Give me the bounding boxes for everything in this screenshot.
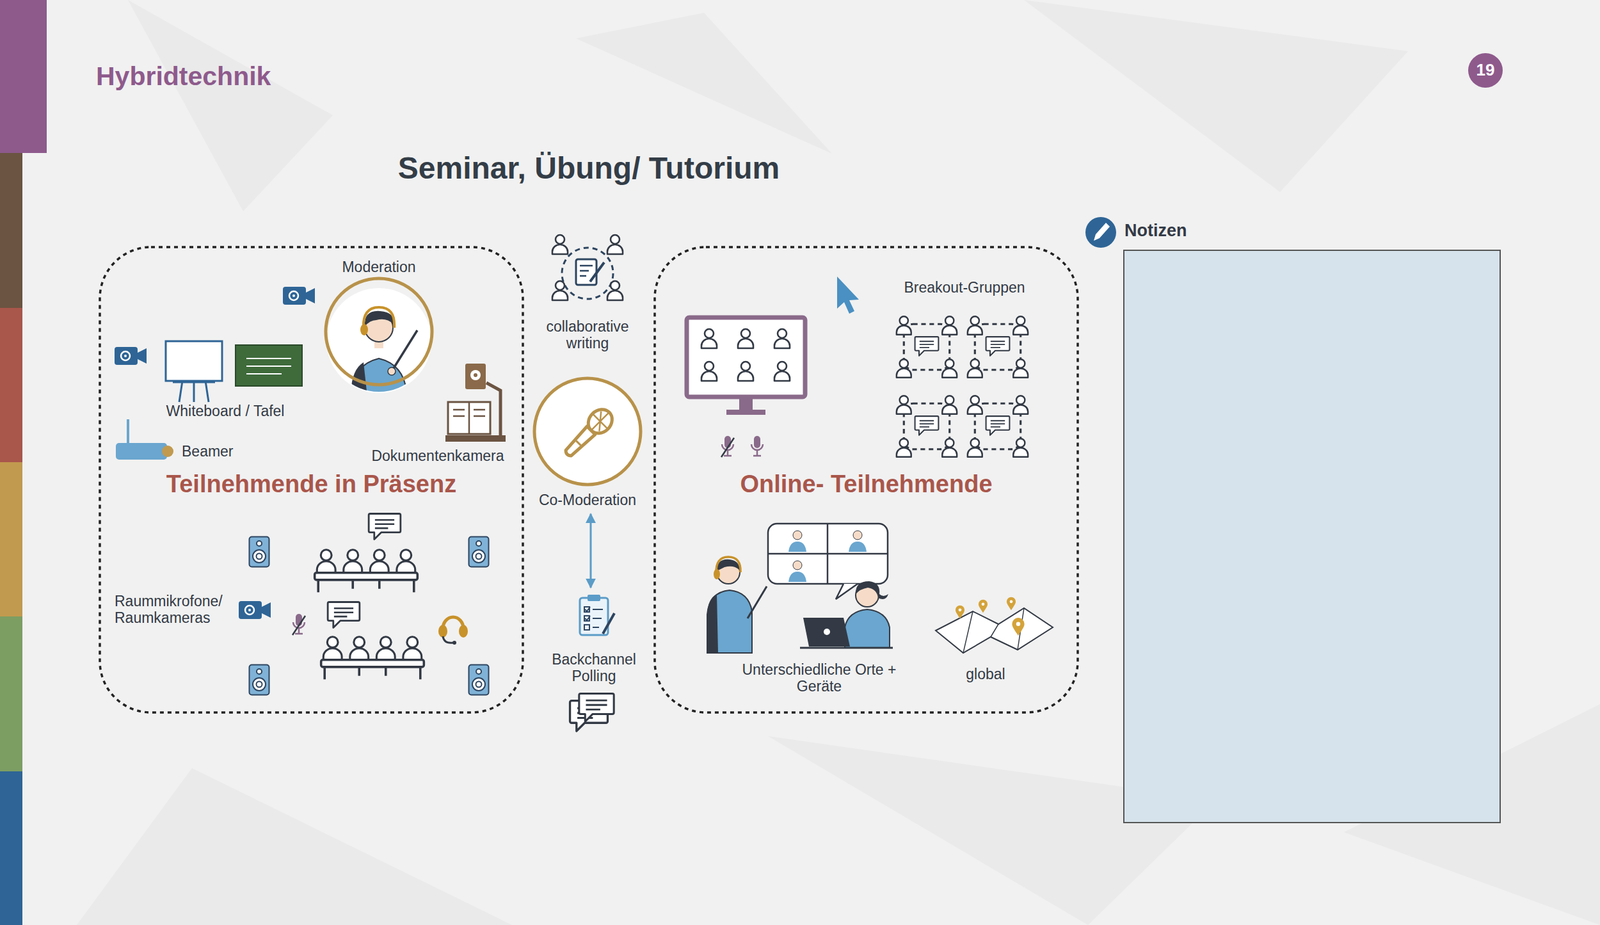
whiteboard-icon: [165, 341, 223, 402]
color-bar: [0, 0, 47, 925]
label-wrap: Breakout-Gruppen: [903, 279, 1025, 297]
circle-border: [534, 378, 641, 485]
label-wrap: Dokumentenkamera: [371, 448, 504, 465]
online-region: Online- Teilnehmende: [652, 245, 1080, 715]
icon-caption: Dokumentenkamera: [371, 448, 504, 465]
participant-figure: [800, 581, 893, 648]
cursor-icon: [837, 276, 859, 314]
document-camera-icon: [445, 363, 506, 442]
node-text: Teilnehmende in Präsenz: [97, 470, 525, 498]
moderator-figure: [326, 288, 432, 397]
headset-icon: [438, 616, 468, 645]
notes-panel: Notizen: [1088, 220, 1511, 824]
co-moderation-circle: Co-Moderation: [517, 375, 658, 509]
page-number: 19: [1476, 60, 1496, 80]
label-wrap: Unterschiedliche Orte + Geräte: [739, 661, 900, 696]
node-text: Moderation: [314, 259, 443, 276]
icon-caption: Whiteboard / Tafel: [166, 403, 285, 420]
breakout-groups: [896, 316, 1028, 457]
double-arrow: [590, 513, 592, 588]
muted-mic: [292, 613, 306, 635]
muted-mic: [721, 435, 735, 457]
backchannel-polling: Backchannel Polling: [542, 592, 646, 685]
label-wrap: Hybridtechnik: [96, 62, 271, 92]
icon-caption: Raummikrofone/ Raumkameras: [114, 593, 235, 627]
notes-box: [1123, 249, 1501, 824]
beamer-icon: [115, 419, 174, 460]
monitor-icon: [686, 317, 806, 415]
node-text: Co-Moderation: [517, 492, 658, 509]
icon-caption: global: [965, 666, 1005, 683]
label-wrap: 19: [1476, 60, 1496, 80]
circle-border: [325, 278, 432, 385]
room-speakers: [249, 536, 489, 696]
title-wrap: Seminar, Übung/ Tutorium: [398, 151, 780, 186]
paper-texture: [76, 0, 1600, 925]
chalkboard-icon: [235, 344, 303, 386]
node-text: Online- Teilnehmende: [652, 470, 1080, 498]
icon-caption: Unterschiedliche Orte + Geräte: [739, 661, 900, 696]
label-wrap: collaborative writing: [533, 318, 642, 352]
map-icon: [935, 597, 1053, 653]
panel-heading: Notizen: [1088, 220, 1511, 240]
label-wrap: Whiteboard / Tafel: [166, 403, 285, 420]
collaborative-writing-icon: [552, 234, 623, 301]
cameras: [114, 286, 315, 619]
icon-caption: Breakout-Gruppen: [903, 279, 1025, 297]
node-text: Backchannel Polling: [542, 651, 646, 685]
section-title: Hybridtechnik: [96, 62, 271, 92]
mic-icon: [751, 435, 763, 456]
chat-icon: [579, 693, 614, 722]
label-wrap: global: [965, 666, 1005, 683]
circle-outline: [323, 275, 435, 388]
polling-icon: [579, 594, 615, 635]
presence-region: Teilnehmende in Präsenz Moderation: [97, 245, 525, 715]
label-wrap: Beamer: [181, 443, 234, 461]
pencil-icon: [1085, 216, 1117, 248]
video-grid: [768, 523, 888, 600]
page-badge: [1468, 53, 1503, 88]
circle-outline: [531, 375, 644, 488]
room-participants: [314, 513, 425, 680]
label-wrap: Raummikrofone/ Raumkameras: [114, 593, 235, 627]
moderation-circle: Moderation: [314, 259, 443, 388]
icon-caption: Beamer: [181, 443, 234, 461]
slide-title: Seminar, Übung/ Tutorium: [398, 151, 780, 186]
icon-caption: collaborative writing: [533, 318, 642, 352]
presenter-figure: [707, 556, 767, 653]
